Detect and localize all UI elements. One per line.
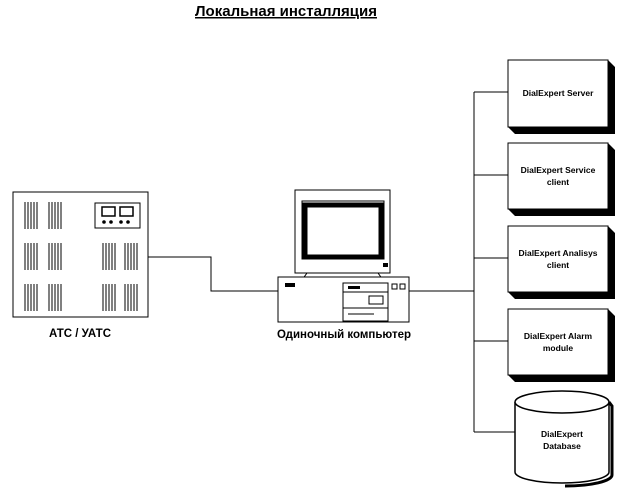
- module-alarm-label-line1: DialExpert Alarm: [524, 331, 593, 341]
- atc-label: АТС / УАТС: [49, 328, 111, 340]
- monitor-screen: [302, 202, 384, 260]
- floppy-drive: [368, 295, 384, 305]
- monitor-power-led: [383, 263, 388, 267]
- atc-cabinet: [12, 191, 149, 318]
- module-alarm-box: DialExpert Alarm module: [507, 308, 615, 382]
- module-analysis-client-box: DialExpert Analisys client: [507, 225, 615, 299]
- page-title: Локальная инсталляция: [195, 3, 377, 20]
- computer-label: Одиночный компьютер: [277, 329, 411, 341]
- module-server-label: DialExpert Server: [523, 88, 595, 98]
- connectors: [148, 91, 515, 433]
- module-service-label-line2: client: [547, 177, 569, 187]
- module-analysis-label-line2: client: [547, 260, 569, 270]
- database-label-line1: DialExpert: [541, 429, 583, 439]
- atc-control-panel: [94, 202, 141, 229]
- module-service-client-box: DialExpert Service client: [507, 142, 615, 216]
- power-button: [391, 283, 398, 290]
- computer: [277, 189, 410, 323]
- database-label-line2: Database: [543, 441, 581, 451]
- atc-vent-slots: [24, 202, 138, 311]
- module-service-label-line1: DialExpert Service: [521, 165, 596, 175]
- drive-slot: [348, 286, 360, 289]
- database-cylinder: DialExpert Database: [514, 390, 614, 488]
- module-alarm-label-line2: module: [543, 343, 573, 353]
- module-server-box: DialExpert Server: [507, 59, 615, 134]
- system-unit-indicator: [285, 283, 295, 287]
- module-analysis-label-line1: DialExpert Analisys: [518, 248, 597, 258]
- atc-to-computer-line: [148, 256, 278, 292]
- reset-button: [399, 283, 406, 290]
